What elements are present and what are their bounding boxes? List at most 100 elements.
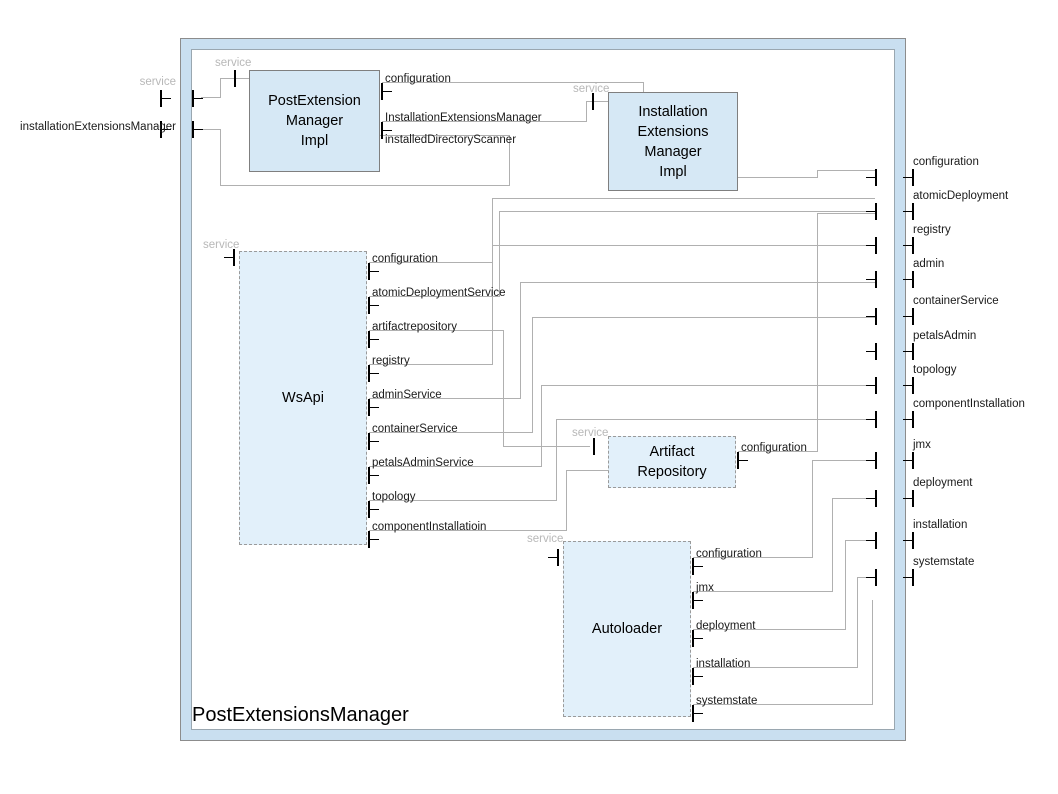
- frame-port-label-jmx: jmx: [913, 439, 931, 451]
- component-post-extension-manager-impl[interactable]: PostExtension Manager Impl: [249, 70, 380, 172]
- wire-segment: [812, 460, 875, 461]
- frame-port-label-deployment: deployment: [913, 477, 973, 489]
- port-label-wsapi-adminservice: adminService: [372, 389, 442, 401]
- component-label: Artifact Repository: [637, 444, 707, 480]
- wire-segment: [693, 667, 858, 668]
- port-label-autoloader-jmx: jmx: [696, 582, 714, 594]
- wire-segment: [499, 211, 500, 297]
- wire-segment: [586, 101, 587, 122]
- wire-segment: [380, 135, 510, 136]
- wire-segment: [693, 704, 873, 705]
- wire-segment: [857, 577, 858, 668]
- wire-segment: [693, 629, 846, 630]
- port-label-wsapi-topology: topology: [372, 491, 416, 503]
- wire-segment: [817, 213, 818, 452]
- wire-segment: [369, 432, 533, 433]
- wire-segment: [369, 466, 542, 467]
- wire-segment: [832, 498, 875, 499]
- wire-segment: [520, 282, 521, 399]
- wire-segment: [201, 97, 221, 98]
- port-label-wsapi-atomicdeploymentservice: atomicDeploymentService: [372, 287, 506, 299]
- port-label-wsapi-componentinstallatioin: componentInstallatioin: [372, 521, 487, 533]
- wire-segment: [369, 330, 504, 331]
- frame-port-label-componentinstallation: componentInstallation: [913, 398, 1025, 410]
- wire-segment: [220, 129, 221, 185]
- port-label-post-extension-manager-impl-installeddirectoryscanner: installedDirectoryScanner: [385, 134, 517, 146]
- component-label: WsApi: [282, 390, 324, 406]
- wire-segment: [566, 470, 567, 531]
- component-label: Installation Extensions Manager Impl: [637, 103, 709, 180]
- wire-segment: [382, 121, 587, 122]
- wire-segment: [817, 170, 875, 171]
- page-title: PostExtensionsManager: [192, 704, 409, 726]
- wire-segment: [738, 451, 818, 452]
- port-label-autoloader-deployment: deployment: [696, 620, 756, 632]
- wire-segment: [369, 398, 521, 399]
- port-label-autoloader-systemstate: systemstate: [696, 695, 758, 707]
- wire-segment: [812, 460, 813, 558]
- wire-segment: [503, 446, 590, 447]
- port-label-post-extension-manager-impl-installationextensionsmanager: InstallationExtensionsManager: [385, 112, 542, 124]
- component-label: Autoloader: [591, 621, 663, 637]
- wire-segment: [503, 330, 504, 447]
- wire-segment: [845, 540, 875, 541]
- component-artifact-repository[interactable]: Artifact Repository: [608, 436, 736, 488]
- wire-segment: [492, 198, 875, 199]
- port-label-wsapi-registry: registry: [372, 355, 410, 367]
- wire-segment: [201, 129, 221, 130]
- wire-segment: [369, 500, 557, 501]
- service-label: service: [572, 427, 609, 439]
- wire-segment: [845, 540, 846, 630]
- wire-segment: [492, 245, 493, 365]
- port-label-wsapi-petalsadminservice: petalsAdminService: [372, 457, 474, 469]
- wire-segment: [369, 262, 493, 263]
- wire-segment: [586, 101, 608, 102]
- wire-segment: [520, 282, 875, 283]
- wire-segment: [693, 557, 813, 558]
- wire-segment: [541, 385, 875, 386]
- frame-port-label-service: service: [139, 76, 176, 88]
- wire-segment: [509, 135, 510, 186]
- service-label: service: [215, 57, 252, 69]
- wire-segment: [693, 591, 833, 592]
- wire-segment: [220, 78, 221, 98]
- wire-segment: [817, 170, 818, 178]
- wire-segment: [532, 317, 875, 318]
- wire-segment: [499, 211, 875, 212]
- service-label: service: [527, 533, 564, 545]
- wire-segment: [566, 470, 626, 471]
- wire-segment: [832, 498, 833, 592]
- port-label-autoloader-configuration: configuration: [696, 548, 762, 560]
- frame-port-label-containerservice: containerService: [913, 295, 999, 307]
- frame-port-label-atomicdeployment: atomicDeployment: [913, 190, 1009, 202]
- wire-segment: [369, 530, 567, 531]
- frame-port-label-topology: topology: [913, 364, 957, 376]
- frame-port-label-admin: admin: [913, 258, 945, 270]
- port-label-wsapi-artifactrepository: artifactrepository: [372, 321, 458, 333]
- service-label: service: [573, 83, 610, 95]
- frame-port-label-installationextensionsmanager: installationExtensionsManager: [20, 121, 176, 133]
- port-label-wsapi-configuration: configuration: [372, 253, 438, 265]
- wire-segment: [541, 385, 542, 467]
- component-autoloader[interactable]: Autoloader: [563, 541, 691, 717]
- port-label-wsapi-containerservice: containerService: [372, 423, 458, 435]
- frame-port-label-petalsadmin: petalsAdmin: [913, 330, 977, 342]
- wire-segment: [369, 296, 500, 297]
- component-installation-extensions-manager-impl[interactable]: Installation Extensions Manager Impl: [608, 92, 738, 191]
- component-wsapi[interactable]: WsApi: [239, 251, 367, 545]
- frame-port-label-configuration: configuration: [913, 156, 979, 168]
- wire-segment: [738, 177, 818, 178]
- service-label: service: [203, 239, 240, 251]
- wire-segment: [369, 364, 493, 365]
- component-label: PostExtension Manager Impl: [268, 93, 361, 149]
- port-label-post-extension-manager-impl-configuration: configuration: [385, 73, 451, 85]
- wire-segment: [817, 213, 875, 214]
- wire-segment: [492, 198, 493, 263]
- wire-segment: [532, 317, 533, 433]
- wire-segment: [556, 419, 557, 501]
- frame-port-label-systemstate: systemstate: [913, 556, 975, 568]
- port-label-autoloader-installation: installation: [696, 658, 751, 670]
- port-label-artifact-repository-configuration: configuration: [741, 442, 807, 454]
- wire-segment: [872, 600, 873, 705]
